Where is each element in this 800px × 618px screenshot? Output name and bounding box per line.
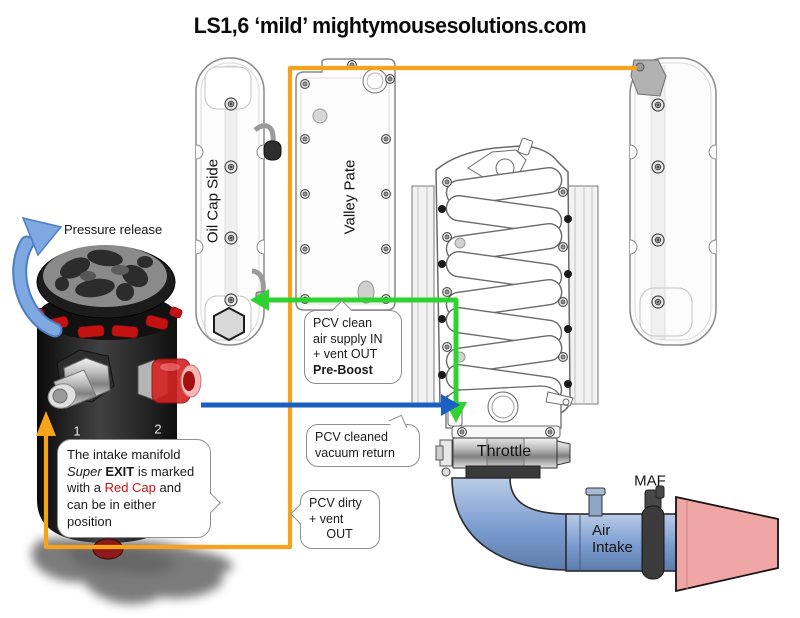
valve-cover-right (629, 57, 717, 346)
maf-ring (641, 505, 665, 580)
callout-vacuum-return: PCV cleaned vacuum return (306, 414, 420, 467)
note-red-cap: Red Cap (104, 480, 156, 496)
flow-line-orange (36, 65, 637, 550)
air-filter-cone (675, 495, 779, 593)
diagram-title: LS1,6 ‘mild’ mightymousesolutions.com (193, 13, 587, 38)
callout-pcv-dirty-text: PCV dirty + vent OUT (309, 496, 362, 541)
callout-manifold-note: The intake manifold Super EXIT is marked… (57, 439, 221, 539)
vent-cap (263, 140, 282, 161)
air-intake-label: Air Intake (592, 522, 633, 556)
can-port-1-fitting (47, 349, 115, 409)
intake-nipple (588, 491, 603, 517)
note-part6: and can be in either position (67, 480, 182, 529)
valley-plate-label: Valley Pate (341, 159, 359, 235)
oil-cap-side-label: Oil Cap Side (204, 158, 222, 244)
callout-pcv-clean: PCV clean air supply IN + vent OUT Pre-B… (304, 300, 402, 384)
note-part4: is marked with a (67, 463, 195, 496)
can-port-2-red-cap (137, 358, 202, 404)
air-intake-assembly (451, 477, 779, 593)
note-super: Super (67, 463, 102, 479)
orange-arrowhead-up (36, 411, 56, 436)
pressure-release-arrow (12, 216, 63, 338)
engine-block-edges (411, 185, 599, 405)
valley-plate (295, 58, 396, 311)
flow-line-blue (201, 394, 460, 416)
valve-cover-left (195, 57, 282, 346)
callout-pcv-dirty: PCV dirty + vent OUT (290, 490, 380, 549)
blue-arrowhead-right (441, 394, 460, 416)
maf-label: MAF (634, 472, 666, 490)
throttle-body (435, 385, 574, 479)
can-port-1-number: 1 (73, 423, 81, 439)
pressure-release-label: Pressure release (64, 222, 163, 237)
oil-cap-hex (213, 306, 245, 342)
green-arrowhead-left (250, 289, 269, 311)
pcv-elbow-bottom (251, 268, 266, 294)
intake-elbow (451, 477, 569, 571)
callout-pcv-clean-bold: Pre-Boost (313, 362, 373, 377)
note-exit: EXIT (101, 463, 135, 479)
throttle-label: Throttle (476, 443, 532, 460)
callout-vacuum-return-text: PCV cleaned vacuum return (315, 430, 395, 460)
vent-elbow-top (253, 123, 276, 148)
can-port-2-number: 2 (154, 421, 162, 437)
throttle-clamp-band (452, 437, 558, 469)
note-part1: The intake manifold (67, 447, 181, 462)
callout-pcv-clean-text: PCV clean air supply IN + vent OUT (313, 316, 383, 361)
